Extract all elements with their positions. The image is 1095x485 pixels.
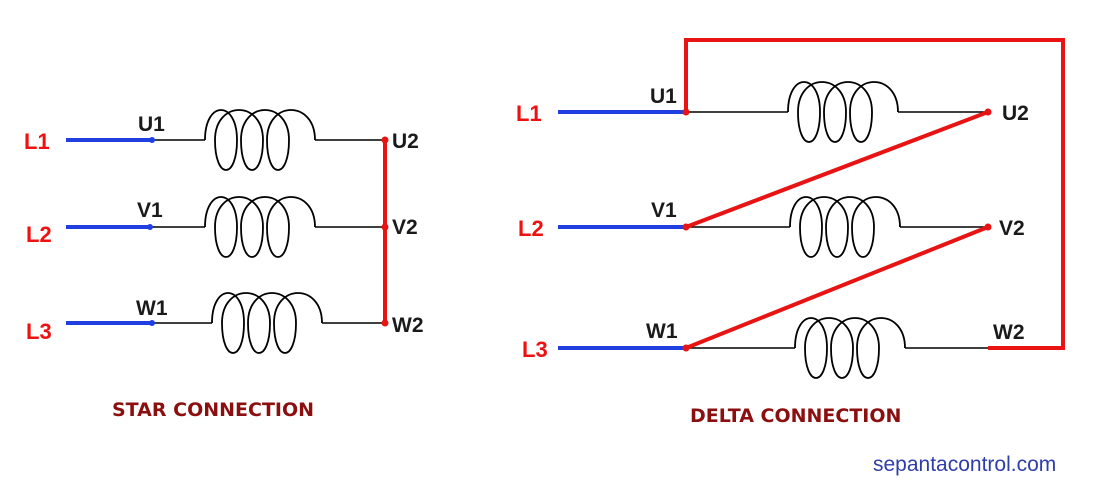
star-diagram: L1 L2 L3 U1 V1 W1 U2 V2 W2 STAR CONNECTI… <box>24 109 424 421</box>
star-label-w1: W1 <box>136 297 168 320</box>
star-coil-u <box>204 109 316 171</box>
delta-bridge-v2-w1 <box>685 225 989 350</box>
delta-label-l1: L1 <box>516 101 542 126</box>
delta-node-v2 <box>984 223 992 231</box>
star-label-v1: V1 <box>137 199 163 222</box>
delta-bridge-u1-w2 <box>684 38 1065 350</box>
delta-label-l3: L3 <box>522 337 548 362</box>
delta-node-v1 <box>682 223 690 231</box>
star-title: STAR CONNECTION <box>112 399 314 421</box>
delta-label-v1: V1 <box>651 199 677 222</box>
delta-label-u1: U1 <box>650 85 677 108</box>
star-label-u2: U2 <box>392 130 419 153</box>
delta-coil-u <box>787 81 899 143</box>
star-label-l3: L3 <box>26 319 52 344</box>
delta-bridge-u2-v1 <box>685 110 989 229</box>
star-label-u1: U1 <box>138 113 165 136</box>
star-node-w1 <box>149 320 155 326</box>
star-label-l1: L1 <box>24 129 50 154</box>
delta-node-w1 <box>682 344 690 352</box>
delta-coil-v <box>789 196 901 258</box>
star-coil-v <box>204 196 316 258</box>
star-coil-w <box>211 292 323 354</box>
delta-coil-w <box>794 317 906 379</box>
delta-label-v2: V2 <box>999 217 1025 240</box>
delta-node-u2 <box>984 108 992 116</box>
delta-node-u1 <box>682 108 690 116</box>
star-node-u1 <box>149 137 155 143</box>
delta-diagram: L1 L2 L3 U1 V1 W1 U2 V2 W2 DELTA CONNECT… <box>516 38 1065 427</box>
star-label-l2: L2 <box>26 222 52 247</box>
star-node-u2 <box>381 136 389 144</box>
delta-label-w1: W1 <box>646 320 678 343</box>
watermark-text: sepantacontrol.com <box>873 453 1056 476</box>
delta-label-u2: U2 <box>1002 102 1029 125</box>
star-label-v2: V2 <box>392 216 418 239</box>
star-node-v2 <box>381 223 389 231</box>
star-label-w2: W2 <box>392 314 424 337</box>
star-node-v1 <box>147 224 153 230</box>
delta-label-l2: L2 <box>518 216 544 241</box>
star-node-w2 <box>381 319 389 327</box>
delta-title: DELTA CONNECTION <box>690 405 901 427</box>
delta-label-w2: W2 <box>993 321 1025 344</box>
